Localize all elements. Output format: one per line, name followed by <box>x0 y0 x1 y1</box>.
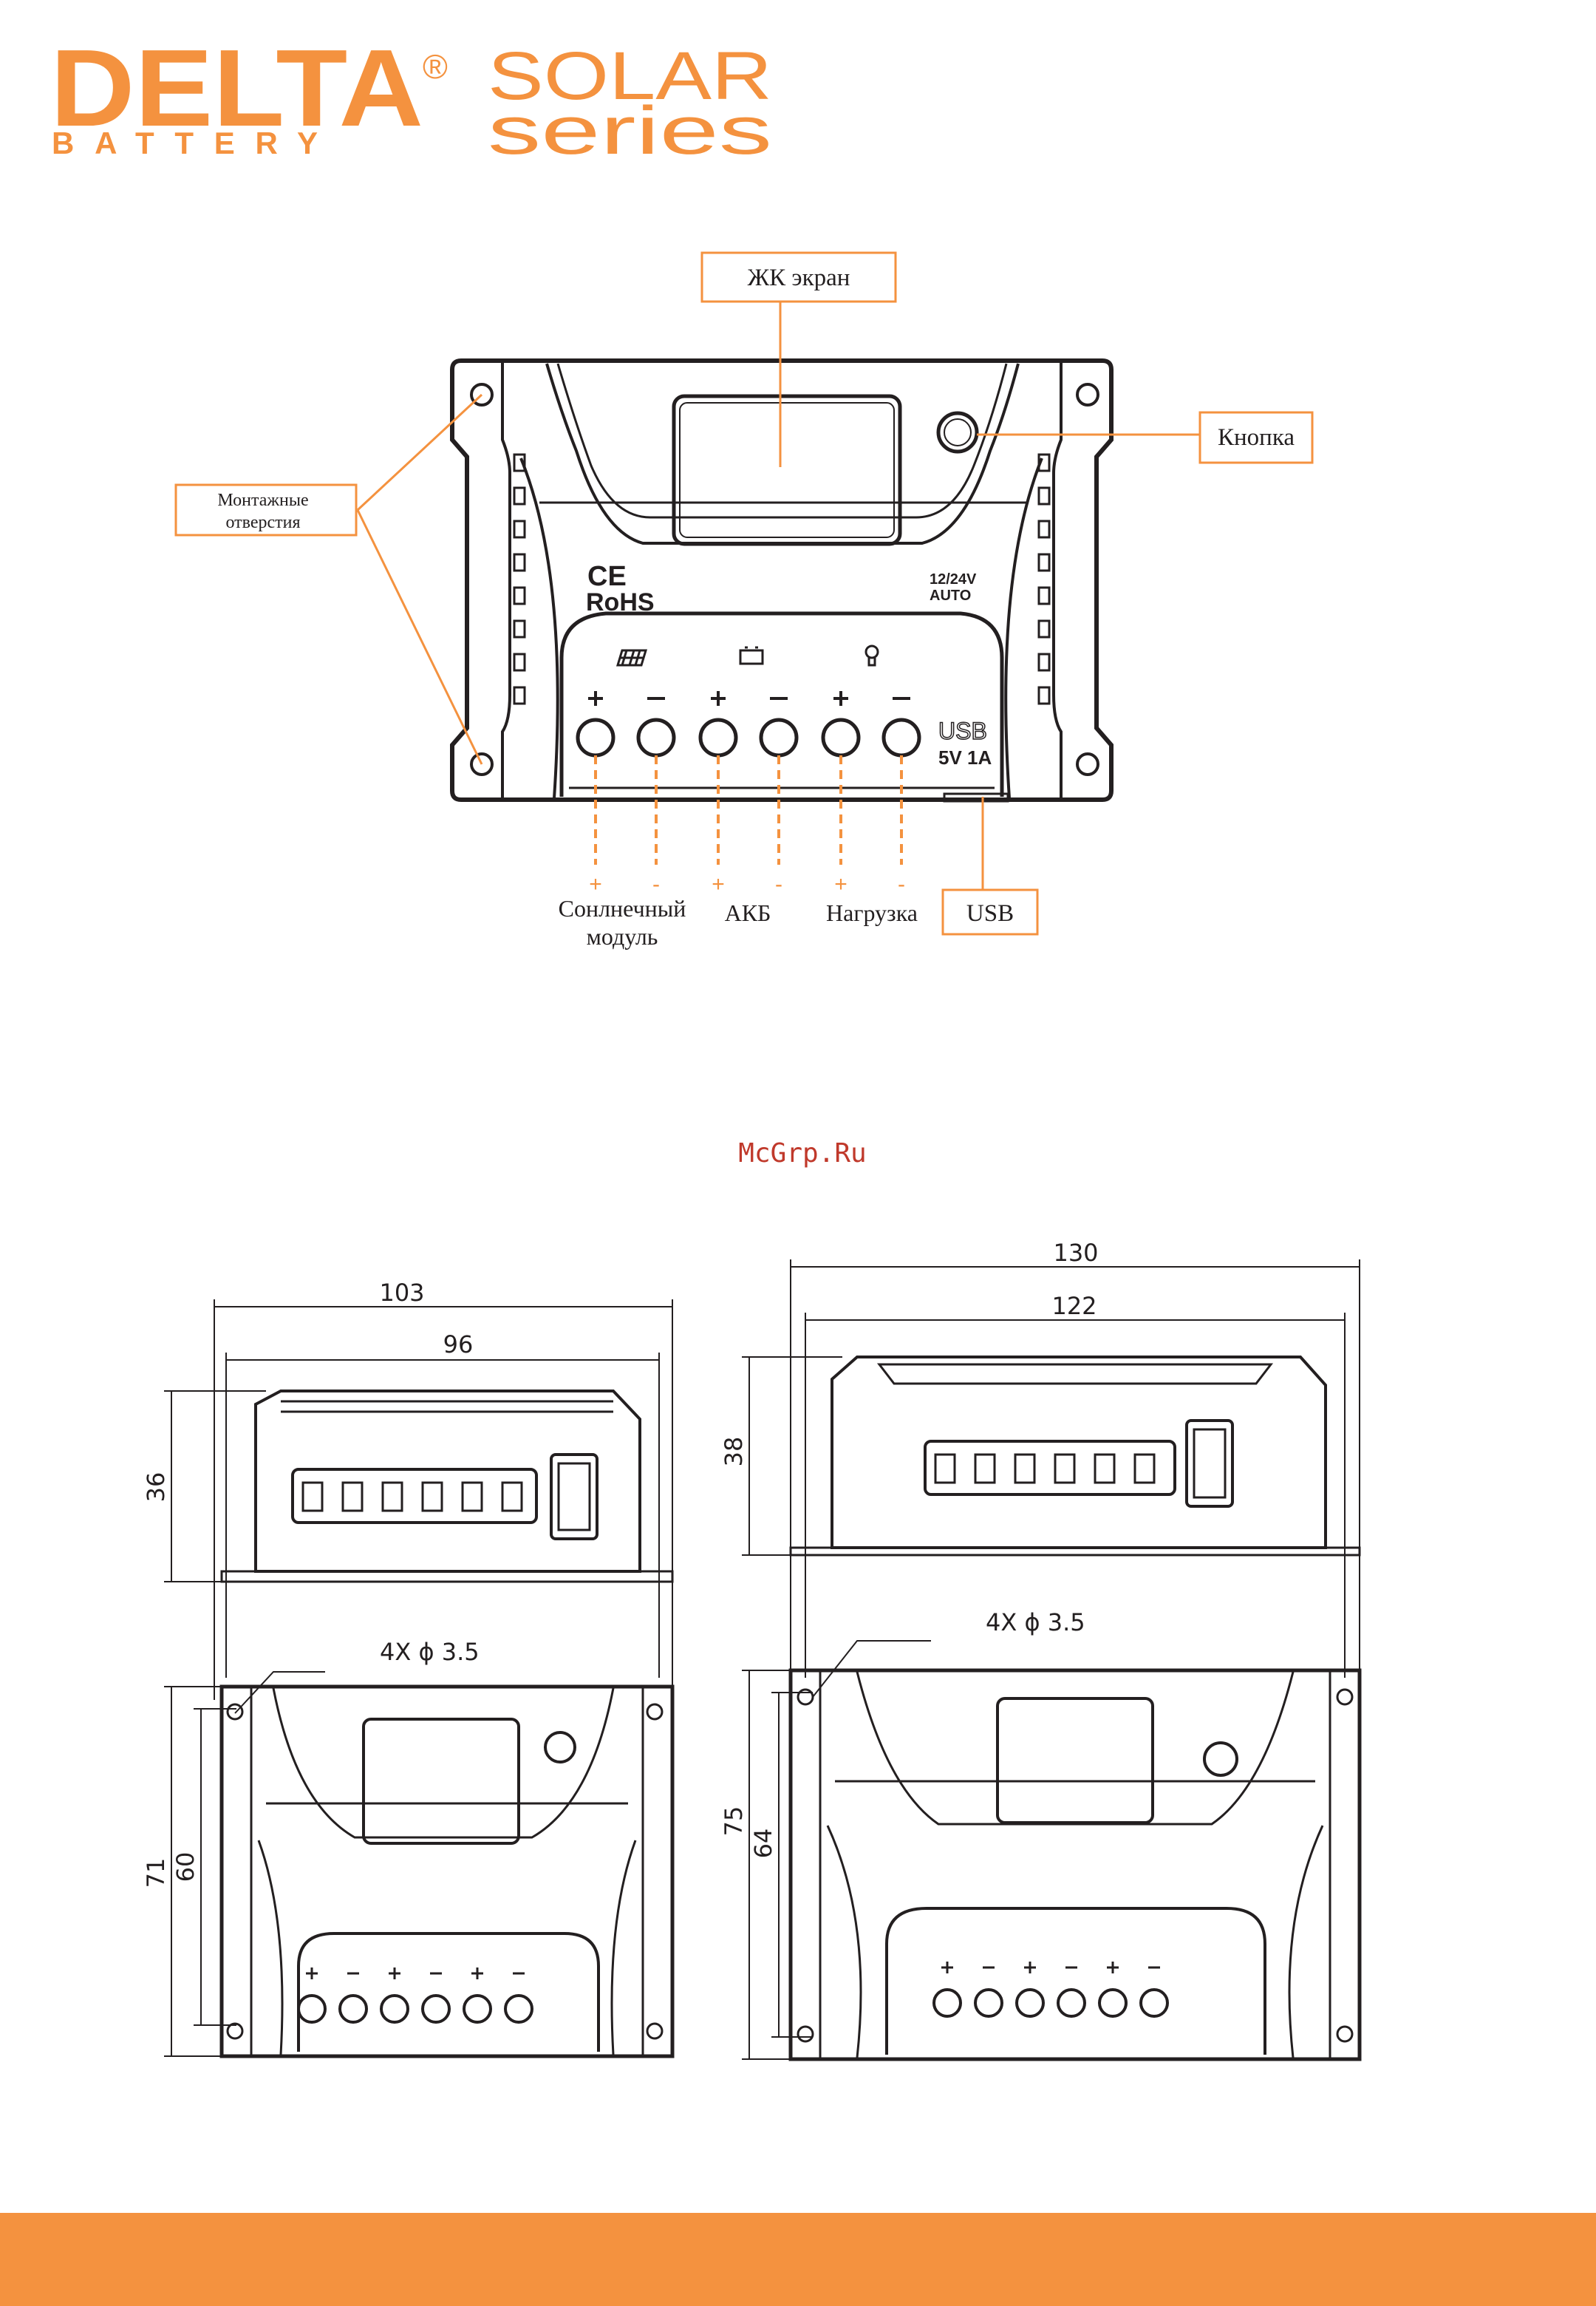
terminal-load-plus <box>823 720 859 755</box>
callout-lcd-text: ЖК экран <box>748 265 850 291</box>
callout-mounting-text-2: отверстия <box>225 513 300 532</box>
usb-device-label: USB <box>938 718 987 744</box>
solar-panel-icon <box>618 650 646 665</box>
brand-logo: DELTA ® BATTERY SOLAR series <box>50 27 772 169</box>
group-solar-line1: Сонлнечный <box>559 895 686 922</box>
dim-right-side-height: 38 <box>720 1437 748 1467</box>
rohs-mark: RoHS <box>586 588 655 616</box>
terminal-battery-plus <box>700 720 736 755</box>
dim-left-outer-width: 103 <box>379 1279 424 1307</box>
watermark: McGrp.Ru <box>738 1138 866 1169</box>
sign-solar-minus: - <box>652 872 660 897</box>
sign-battery-plus: + <box>712 872 725 897</box>
voltage-label: 12/24V <box>930 571 977 588</box>
terminal-battery-minus <box>761 720 797 755</box>
ce-mark: CE <box>587 561 627 592</box>
callout-usb-text: USB <box>966 900 1014 927</box>
terminal-solar-plus <box>578 720 613 755</box>
group-solar-line2: модуль <box>587 923 658 950</box>
sign-load-minus: - <box>898 872 905 897</box>
dim-right-outer-width: 130 <box>1053 1239 1098 1267</box>
callout-boxes <box>176 253 1312 934</box>
drawing-right <box>742 1259 1360 2059</box>
callout-mounting-text-1: Монтажные <box>217 491 308 510</box>
dim-right-outer-height: 75 <box>720 1806 748 1837</box>
mounting-hole-tr <box>1077 384 1098 405</box>
callout-button-text: Кнопка <box>1218 424 1295 451</box>
sign-load-plus: + <box>834 872 848 897</box>
drawing-left <box>164 1299 672 2056</box>
sign-battery-minus: - <box>775 872 782 897</box>
dim-right-hole-spec: 4X ϕ 3.5 <box>986 1608 1085 1636</box>
dim-left-inner-height: 60 <box>171 1852 200 1882</box>
callout-lines <box>358 300 1200 891</box>
mounting-hole-br <box>1077 754 1098 775</box>
dim-right-inner-height: 64 <box>749 1829 777 1859</box>
dim-left-outer-height: 71 <box>142 1858 170 1888</box>
terminal-load-minus <box>884 720 919 755</box>
dim-left-inner-width: 96 <box>443 1330 474 1358</box>
logo-registered: ® <box>423 47 448 86</box>
footer-bar <box>0 2213 1596 2306</box>
auto-label: AUTO <box>930 588 971 604</box>
logo-series: series <box>488 93 772 169</box>
group-battery: АКБ <box>725 899 771 926</box>
lightbulb-icon <box>866 646 878 665</box>
group-load: Нагрузка <box>826 899 918 926</box>
dim-left-side-height: 36 <box>142 1472 170 1503</box>
sign-solar-plus: + <box>589 872 602 897</box>
lcd-screen <box>674 396 900 544</box>
controller-front-view <box>452 361 1111 801</box>
usb-rating-label: 5V 1A <box>938 746 992 769</box>
dim-right-inner-width: 122 <box>1051 1292 1097 1320</box>
battery-icon <box>740 647 763 664</box>
terminal-solar-minus <box>638 720 674 755</box>
dim-left-hole-spec: 4X ϕ 3.5 <box>380 1638 480 1666</box>
